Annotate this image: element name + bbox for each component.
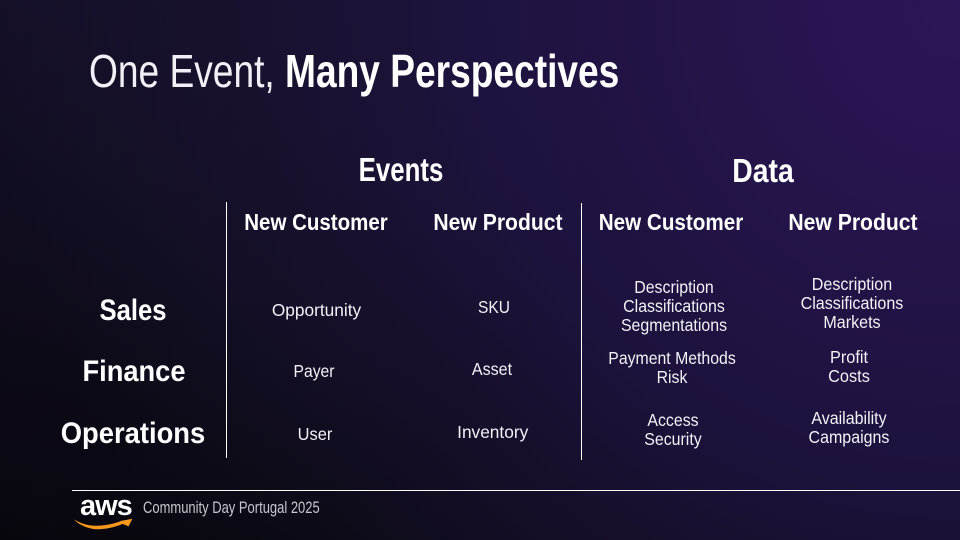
svg-text:aws: aws: [80, 494, 132, 522]
